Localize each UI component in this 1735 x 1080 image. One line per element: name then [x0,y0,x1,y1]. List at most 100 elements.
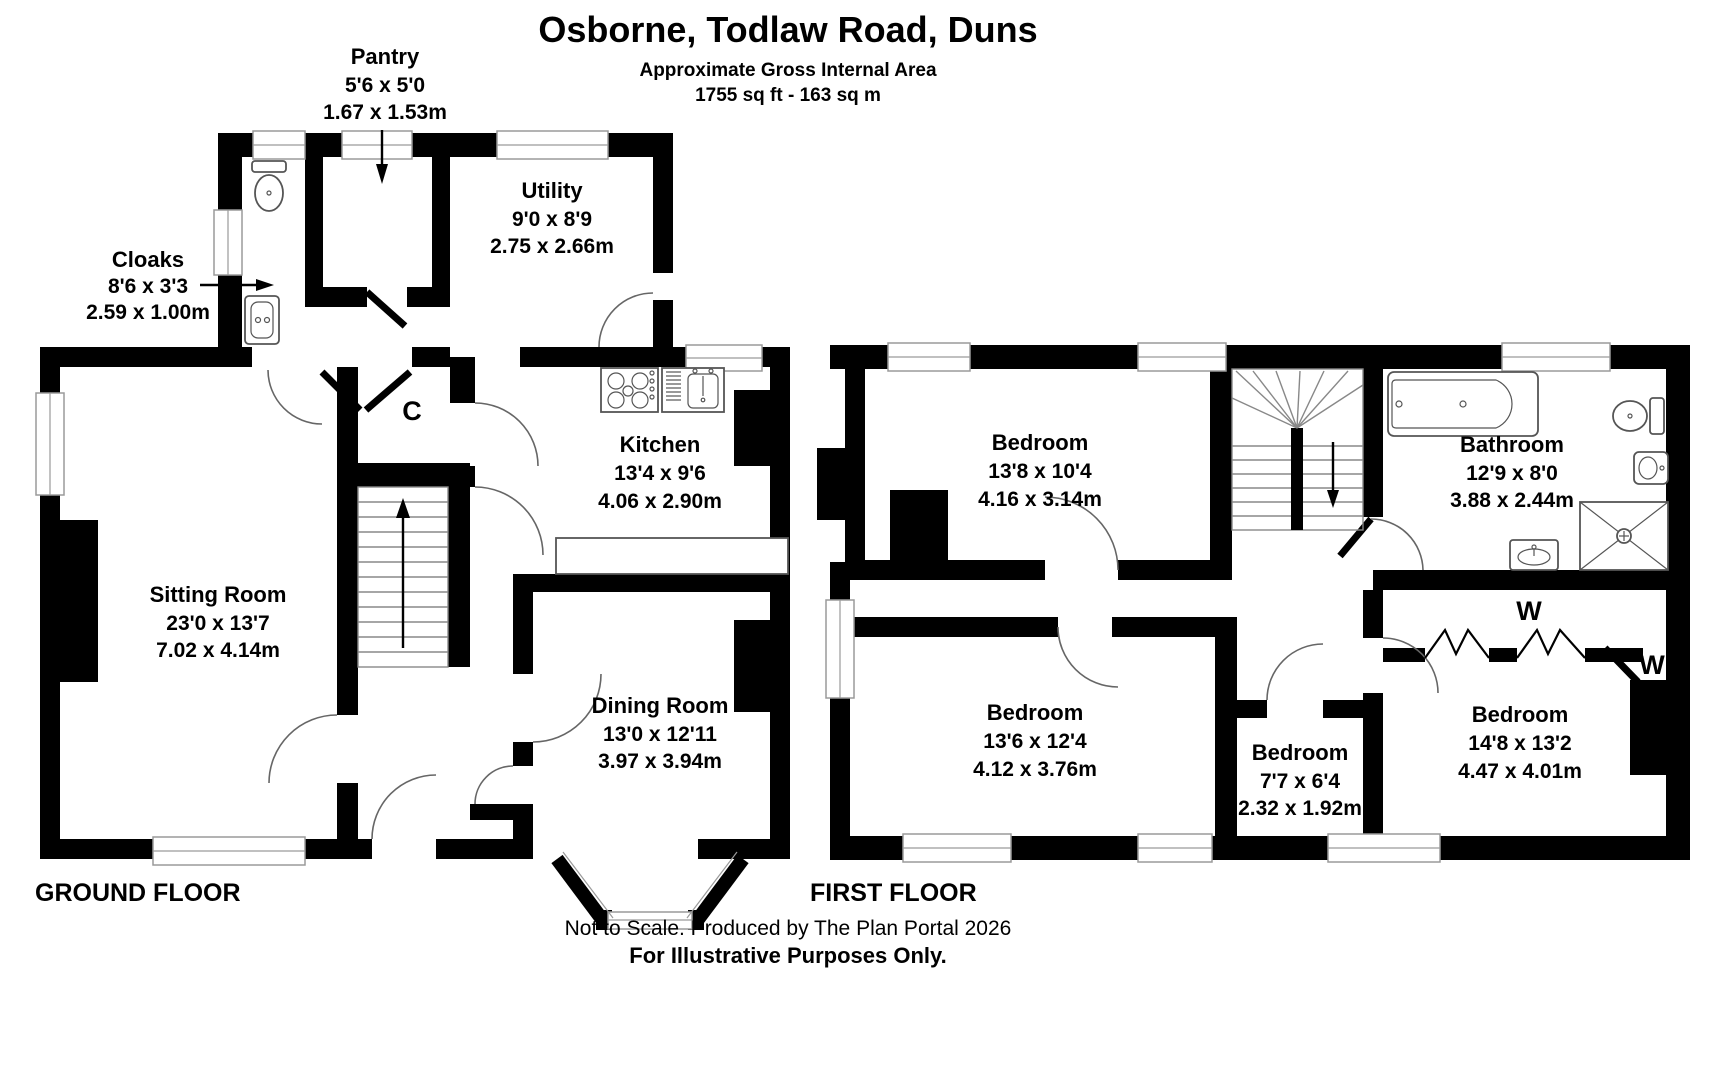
sitting-room-label: Sitting Room [150,582,287,607]
bedroom4-chimney-breast [1630,680,1666,775]
bathroom-sink-icon [1509,539,1559,571]
ground-floor-doors [267,289,654,840]
cloaks-label: Cloaks [112,247,184,272]
bathroom-door-arc [1370,518,1424,571]
bedroom4-window [1327,833,1441,863]
utility-window [496,130,609,160]
sitting-room-chimney-breast [60,520,98,682]
footer-disclaimer-1: Not to Scale. Produced by The Plan Porta… [565,917,1012,940]
ground-floor-title: GROUND FLOOR [35,879,241,907]
bedroom1-door-arc [1044,496,1119,571]
svg-text:13'4 x 9'6: 13'4 x 9'6 [614,462,706,485]
stairs-up-arrow-icon [396,498,410,648]
svg-text:5'6 x 5'0: 5'6 x 5'0 [345,74,425,97]
first-floor-labels: Bedroom 13'8 x 10'4 4.16 x 3.14m Bathroo… [973,430,1665,820]
wardrobe2-label: W [1639,650,1665,680]
pantry-pointer-icon [376,130,388,184]
dining-bay-window [551,851,749,930]
svg-text:8'6 x 3'3: 8'6 x 3'3 [108,275,188,298]
toilet-icon [1612,397,1665,435]
first-floor-title: FIRST FLOOR [810,879,977,907]
hall-door-arc [474,765,514,805]
svg-text:13'6 x 12'4: 13'6 x 12'4 [983,730,1087,753]
bedroom2-label: Bedroom [987,700,1084,725]
ground-floor-windows [35,130,763,866]
footer-disclaimer-2: For Illustrative Purposes Only. [629,943,946,968]
header: Osborne, Todlaw Road, Duns Approximate G… [538,9,1037,106]
kitchen-door-arc [474,486,544,556]
sitting-room-front-window [152,836,306,866]
utility-label: Utility [521,178,583,203]
ground-floor-labels: Cloaks 8'6 x 3'3 2.59 x 1.00m Pantry 5'6… [86,44,728,773]
dining-room-label: Dining Room [592,693,729,718]
svg-text:3.97 x 3.94m: 3.97 x 3.94m [598,750,722,773]
svg-text:13'0 x 12'11: 13'0 x 12'11 [603,723,717,746]
cloaks-pointer-icon [200,279,274,291]
kitchen-chimney-breast [734,390,770,466]
cloaks-lobby-door [319,369,363,413]
cloaks-basin-icon [244,295,280,345]
svg-text:9'0 x 8'9: 9'0 x 8'9 [512,208,592,231]
kitchen-label: Kitchen [620,432,701,457]
cloaks-top-window [252,130,306,160]
cupboard-door-arc [474,402,539,467]
sitting-room-door-arc [268,714,338,784]
utility-door-arc [598,292,654,348]
kitchen-sink-icon [661,367,725,413]
pantry-label: Pantry [351,44,420,69]
cloaks-toilet-icon [251,160,287,212]
dining-room-door-arc [532,673,602,743]
bedroom1-outer-chimney [817,448,845,520]
first-floor-plan: Bedroom 13'8 x 10'4 4.16 x 3.14m Bathroo… [817,342,1690,863]
stairs-window [1137,342,1227,372]
bedroom4-label: Bedroom [1472,702,1569,727]
first-floor-stairs [1231,368,1364,531]
svg-text:7'7 x 6'4: 7'7 x 6'4 [1260,770,1340,793]
bathroom-door [1337,516,1374,559]
svg-text:3.88 x 2.44m: 3.88 x 2.44m [1450,489,1574,512]
bedroom2-window [902,833,1012,863]
front-door-arc [371,774,437,840]
first-floor-doors [1044,496,1641,701]
svg-text:1.67 x 1.53m: 1.67 x 1.53m [323,101,447,124]
bedroom3-window [1137,833,1213,863]
svg-text:4.16 x 3.14m: 4.16 x 3.14m [978,488,1102,511]
bidet-icon [1633,451,1669,485]
sitting-room-side-window [35,392,65,496]
footer: GROUND FLOOR FIRST FLOOR Not to Scale. P… [35,879,1011,968]
wardrobe2-door [1602,645,1641,685]
wardrobe1-label: W [1516,596,1542,626]
svg-text:12'9 x 8'0: 12'9 x 8'0 [1466,462,1558,485]
bedroom4-door-arc [1382,637,1439,694]
dining-chimney-breast [734,620,770,712]
bedroom1-window [887,342,971,372]
pantry-door [364,289,408,329]
cloaks-side-window [213,209,243,276]
page-title: Osborne, Todlaw Road, Duns [538,9,1037,50]
svg-text:14'8 x 13'2: 14'8 x 13'2 [1468,732,1571,755]
svg-text:2.32 x 1.92m: 2.32 x 1.92m [1238,797,1362,820]
svg-text:7.02 x 4.14m: 7.02 x 4.14m [156,639,280,662]
kitchen-counter [555,537,789,575]
bathroom-window [1501,342,1611,372]
svg-text:2.59 x 1.00m: 2.59 x 1.00m [86,301,210,324]
cupboard-label: C [402,396,422,426]
kitchen-hob-icon [600,367,659,413]
bedroom2-door-arc [1057,626,1119,688]
stairs-down-arrow-icon [1327,442,1339,508]
first-floor-fixtures [1387,371,1669,571]
ground-floor-plan: Cloaks 8'6 x 3'3 2.59 x 1.00m Pantry 5'6… [35,44,790,930]
header-area: 1755 sq ft - 163 sq m [695,85,881,106]
ground-floor-walls [40,133,790,859]
bedroom1-label: Bedroom [992,430,1089,455]
bedroom1-chimney-breast [890,490,948,560]
svg-text:13'8 x 10'4: 13'8 x 10'4 [988,460,1092,483]
svg-text:4.47 x 4.01m: 4.47 x 4.01m [1458,760,1582,783]
wardrobe-bifold-doors [1424,627,1586,659]
bedroom3-label: Bedroom [1252,740,1349,765]
header-subtitle: Approximate Gross Internal Area [639,60,936,81]
shower-icon [1579,501,1669,571]
ground-floor-stairs [357,486,449,668]
pantry-window [341,130,413,160]
